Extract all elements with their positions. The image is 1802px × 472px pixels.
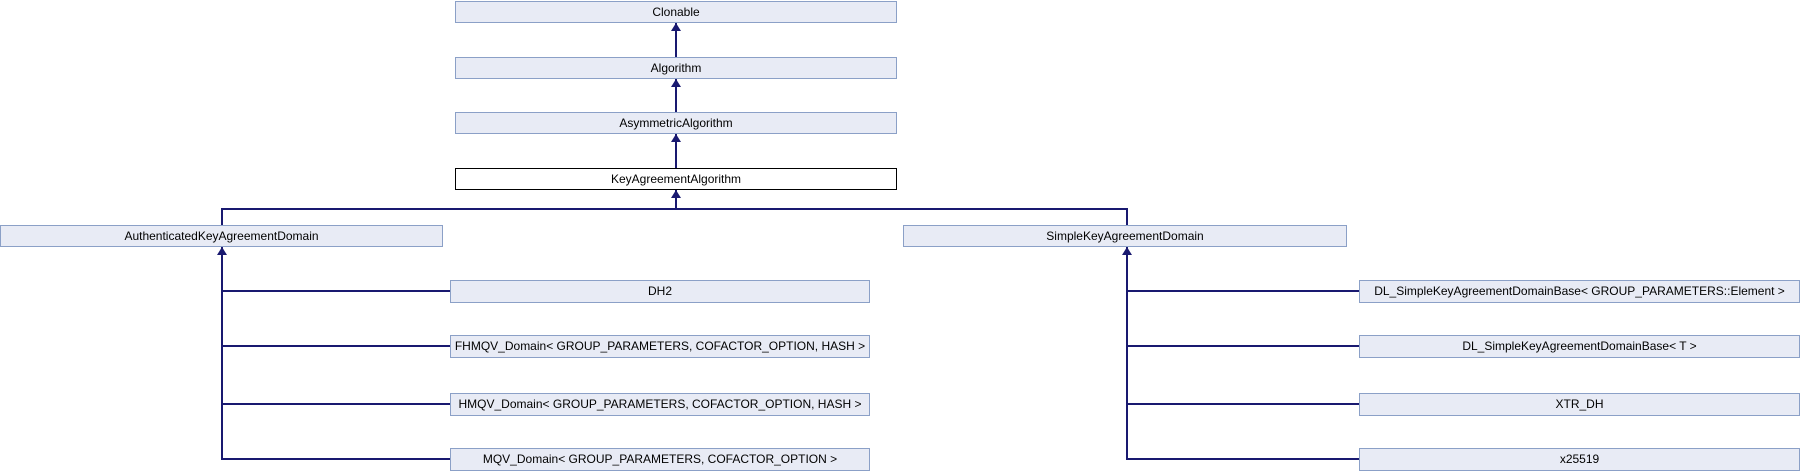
class-node-authenticated-key-agreement-domain[interactable]: AuthenticatedKeyAgreementDomain xyxy=(0,225,443,247)
edge-branch-fhmqv xyxy=(221,345,450,347)
class-node-key-agreement-algorithm-current: KeyAgreementAlgorithm xyxy=(455,168,897,190)
edge-keyagreement-to-asymmetric xyxy=(675,134,677,168)
edge-split-stem xyxy=(675,190,677,209)
edge-branch-xtr-dh xyxy=(1126,403,1359,405)
edge-right-trunk xyxy=(1126,247,1128,460)
class-node-x25519[interactable]: x25519 xyxy=(1359,448,1800,471)
edge-branch-dl-simple-base-element xyxy=(1126,290,1359,292)
class-node-clonable[interactable]: Clonable xyxy=(455,1,897,23)
class-node-algorithm[interactable]: Algorithm xyxy=(455,57,897,79)
edge-algorithm-to-clonable xyxy=(675,23,677,57)
arrowhead-to-algorithm xyxy=(671,79,681,87)
edge-branch-x25519 xyxy=(1126,458,1359,460)
edge-left-trunk xyxy=(221,247,223,460)
class-node-hmqv-domain[interactable]: HMQV_Domain< GROUP_PARAMETERS, COFACTOR_… xyxy=(450,393,870,416)
edge-branch-dl-simple-base-t xyxy=(1126,345,1359,347)
edge-branch-mqv xyxy=(221,458,450,460)
class-node-dl-simple-base-element[interactable]: DL_SimpleKeyAgreementDomainBase< GROUP_P… xyxy=(1359,280,1800,303)
edge-drop-authenticated-domain xyxy=(221,208,223,225)
class-node-dh2[interactable]: DH2 xyxy=(450,280,870,303)
edge-drop-simple-domain xyxy=(1126,208,1128,225)
arrowhead-to-clonable xyxy=(671,23,681,31)
class-node-simple-key-agreement-domain[interactable]: SimpleKeyAgreementDomain xyxy=(903,225,1347,247)
class-node-xtr-dh[interactable]: XTR_DH xyxy=(1359,393,1800,416)
class-node-asymmetric-algorithm[interactable]: AsymmetricAlgorithm xyxy=(455,112,897,134)
edge-asymmetric-to-algorithm xyxy=(675,79,677,112)
arrowhead-to-asymmetric-algorithm xyxy=(671,134,681,142)
edge-split-horizontal xyxy=(221,208,1128,210)
edge-branch-dh2 xyxy=(221,290,450,292)
arrowhead-to-key-agreement-algorithm xyxy=(671,190,681,198)
edge-branch-hmqv xyxy=(221,403,450,405)
class-node-fhmqv-domain[interactable]: FHMQV_Domain< GROUP_PARAMETERS, COFACTOR… xyxy=(450,335,870,358)
class-node-mqv-domain[interactable]: MQV_Domain< GROUP_PARAMETERS, COFACTOR_O… xyxy=(450,448,870,471)
class-node-dl-simple-base-t[interactable]: DL_SimpleKeyAgreementDomainBase< T > xyxy=(1359,335,1800,358)
